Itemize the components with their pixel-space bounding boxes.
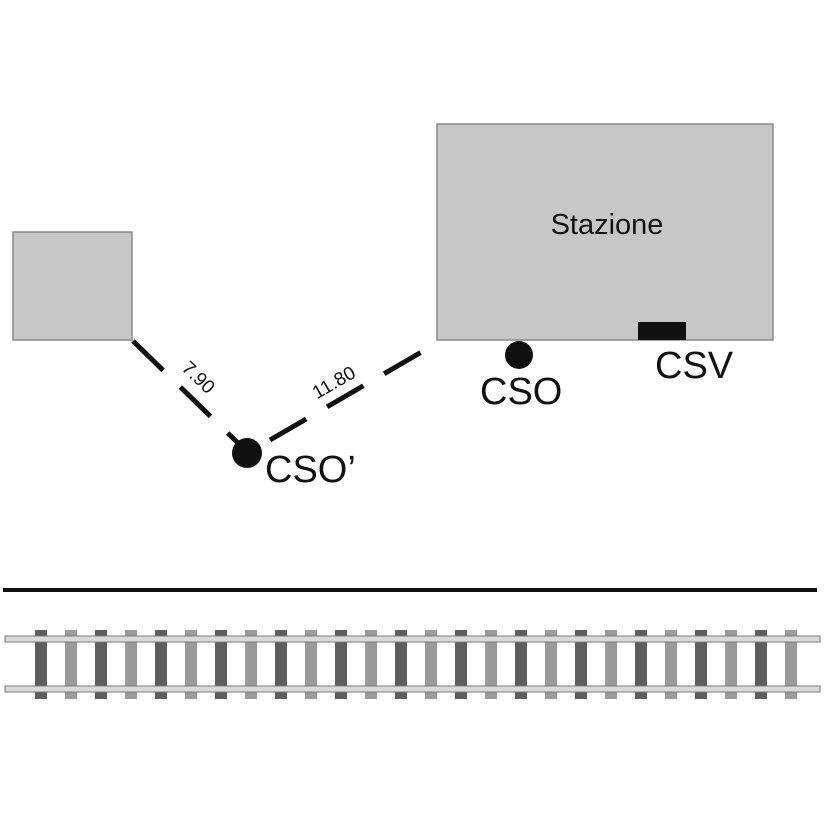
railway-tie — [365, 630, 377, 699]
station-building — [436, 123, 774, 341]
railway-tie — [215, 630, 227, 699]
station-label: Stazione — [551, 209, 664, 241]
railway-tie — [485, 630, 497, 699]
railway-tie — [65, 630, 77, 699]
railway-tie — [635, 630, 647, 699]
cso-label: CSO — [480, 371, 562, 413]
connection-line-small-to-cso-prime — [131, 339, 242, 447]
railway-tie — [695, 630, 707, 699]
railway-tie — [275, 630, 287, 699]
railway-track — [4, 630, 821, 699]
railway-tie — [335, 630, 347, 699]
railway-tie — [35, 630, 47, 699]
distance-label-11-80: 11.80 — [309, 363, 359, 404]
railway-tie — [185, 630, 197, 699]
railway-tie — [155, 630, 167, 699]
railway-tie — [245, 630, 257, 699]
railway-tie — [455, 630, 467, 699]
railway-tie — [755, 630, 767, 699]
railway-tie — [605, 630, 617, 699]
railway-ties — [35, 630, 797, 699]
csv-label: CSV — [655, 345, 734, 387]
railway-tie — [515, 630, 527, 699]
railway-tie — [665, 630, 677, 699]
railway-tie — [425, 630, 437, 699]
small-building — [12, 231, 133, 341]
cso-marker — [505, 341, 533, 369]
railway-tie — [575, 630, 587, 699]
rail-bottom — [4, 685, 821, 693]
railway-tie — [545, 630, 557, 699]
rail-top — [4, 635, 821, 643]
railway-tie — [785, 630, 797, 699]
railway-tie — [305, 630, 317, 699]
railway-tie — [95, 630, 107, 699]
csv-marker — [638, 322, 686, 340]
connection-line-cso-prime-to-station — [268, 340, 439, 443]
cso-prime-label: CSO’ — [265, 449, 356, 491]
railway-tie — [725, 630, 737, 699]
railway-tie — [125, 630, 137, 699]
railway-tie — [395, 630, 407, 699]
